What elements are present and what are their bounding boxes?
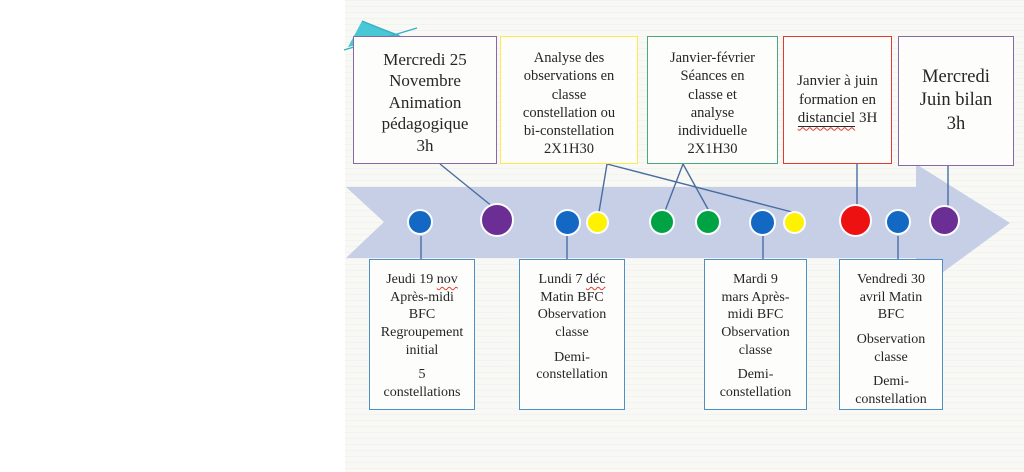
dot-jeudi-19-nov	[407, 209, 433, 235]
connector-analyse-to-yellow-dot-2	[606, 163, 793, 213]
box-observation-mars: Mardi 9 mars Après- midi BFC Observation…	[704, 259, 807, 410]
dot-seance-classe-2	[695, 209, 721, 235]
dot-seance-classe-1	[649, 209, 675, 235]
regroupement-rest: Après-midi BFC Regroupement initial	[380, 289, 464, 358]
box-distanciel-text: Janvier à juin formation en distanciel 3…	[797, 72, 878, 129]
obs-dec-misspelled-word: déc	[586, 272, 606, 287]
regroupement-misspelled-word: nov	[436, 272, 458, 287]
obs-mars-paragraph-2: Demi- constellation	[719, 367, 792, 400]
regroupement-paragraph-2: 5 constellations	[383, 367, 461, 400]
box-analyse-observations: Analyse des observations en classe const…	[500, 36, 638, 164]
connector-seances-to-green-dot-2	[682, 163, 710, 212]
dot-formation-distanciel	[839, 204, 872, 237]
distanciel-prefix: Janvier à juin formation en	[797, 72, 878, 108]
box-seances-classe: Janvier-février Séances en classe et ana…	[647, 36, 778, 164]
dot-lundi-7-dec	[554, 209, 581, 236]
obs-mars-paragraph-1: Mardi 9 mars Après- midi BFC Observation…	[721, 272, 790, 358]
dot-mercredi-25-nov	[480, 203, 514, 237]
obs-avril-paragraph-1: Vendredi 30 avril Matin BFC	[856, 272, 926, 323]
connector-analyse-to-yellow-dot-1	[598, 163, 608, 213]
box-animation-pedagogique: Mercredi 25 Novembre Animation pédagogiq…	[353, 36, 497, 164]
box-formation-distanciel: Janvier à juin formation en distanciel 3…	[783, 36, 892, 164]
dot-vendredi-30-avril	[885, 209, 911, 235]
box-analyse-text: Analyse des observations en classe const…	[522, 50, 616, 158]
obs-dec-paragraph-1: Lundi 7 déc Matin BFC Observation classe	[522, 271, 622, 342]
box-bilan-text: Mercredi Juin bilan 3h	[919, 67, 993, 134]
box-observation-avril: Vendredi 30 avril Matin BFC Observation c…	[839, 259, 943, 410]
box-regroupement-initial: Jeudi 19 nov Après-midi BFC Regroupement…	[369, 259, 475, 410]
box-juin-bilan: Mercredi Juin bilan 3h	[898, 36, 1014, 166]
box-observation-decembre: Lundi 7 déc Matin BFC Observation classe…	[519, 259, 625, 410]
obs-dec-prefix: Lundi 7	[538, 272, 586, 287]
dot-analyse-1	[586, 211, 609, 234]
distanciel-suffix: 3H	[855, 110, 878, 127]
dot-analyse-2	[783, 211, 806, 234]
distanciel-underlined-word: distanciel	[797, 110, 856, 128]
obs-avril-paragraph-2: Observation classe	[856, 331, 926, 365]
regroupement-paragraph-1: Jeudi 19 nov Après-midi BFC Regroupement…	[372, 271, 472, 359]
corner-decoration-line-2	[361, 20, 405, 39]
obs-dec-rest: Matin BFC Observation classe	[537, 289, 607, 340]
dot-mardi-9-mars	[749, 209, 776, 236]
connector-animation-to-purple-dot	[439, 163, 494, 208]
box-seances-text: Janvier-février Séances en classe et ana…	[669, 50, 756, 158]
connector-seances-to-green-dot-1	[664, 163, 684, 212]
box-animation-text: Mercredi 25 Novembre Animation pédagogiq…	[381, 50, 469, 155]
obs-avril-paragraph-3: Demi- constellation	[855, 374, 927, 407]
regroupement-prefix: Jeudi 19	[386, 272, 437, 287]
dot-juin-bilan	[929, 205, 960, 236]
timeline-arrow	[346, 164, 1010, 292]
obs-dec-paragraph-2: Demi- constellation	[536, 349, 608, 383]
